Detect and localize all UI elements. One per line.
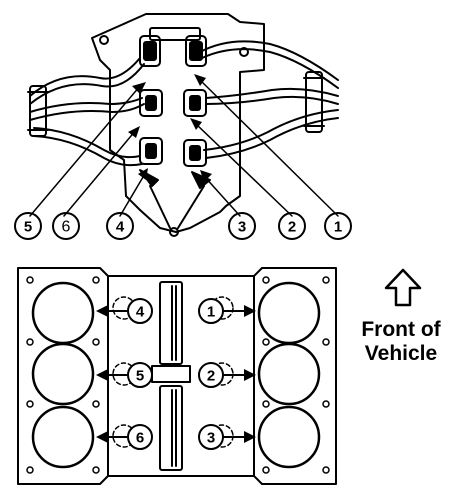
coil-leader-lines (29, 79, 339, 217)
cylinder-number-label: 1 (207, 304, 215, 321)
coil-callout-label: 6 (62, 219, 71, 236)
cylinder-number-label: 3 (207, 430, 215, 447)
coil-callout-label: 2 (288, 219, 296, 236)
front-label-line2: Vehicle (364, 342, 438, 365)
engine-block (17, 267, 337, 485)
right-wire-bundle (199, 40, 339, 159)
coil-callout-label: 4 (116, 219, 125, 236)
cylinder-number-label: 2 (207, 368, 215, 385)
cylinder-number-label: 6 (136, 430, 144, 447)
arrow-up-icon (384, 268, 422, 307)
coil-terminals (139, 35, 211, 189)
cylinder-number-circles (127, 298, 224, 450)
left-wire-bundle (27, 57, 145, 167)
coil-callout-label: 1 (334, 219, 342, 236)
coil-callout-label: 5 (24, 219, 32, 236)
cylinder-number-label: 4 (136, 304, 145, 321)
front-label-line1: Front of (361, 318, 441, 341)
coil-callout-label: 3 (238, 219, 246, 236)
cylinder-number-label: 5 (136, 368, 144, 385)
coil-callouts (14, 212, 352, 240)
front-of-vehicle-label: Front of Vehicle (342, 318, 460, 366)
cylinder-bores (31, 281, 321, 469)
block-bolt-holes (26, 276, 330, 474)
coil-pack-bracket (91, 13, 265, 237)
